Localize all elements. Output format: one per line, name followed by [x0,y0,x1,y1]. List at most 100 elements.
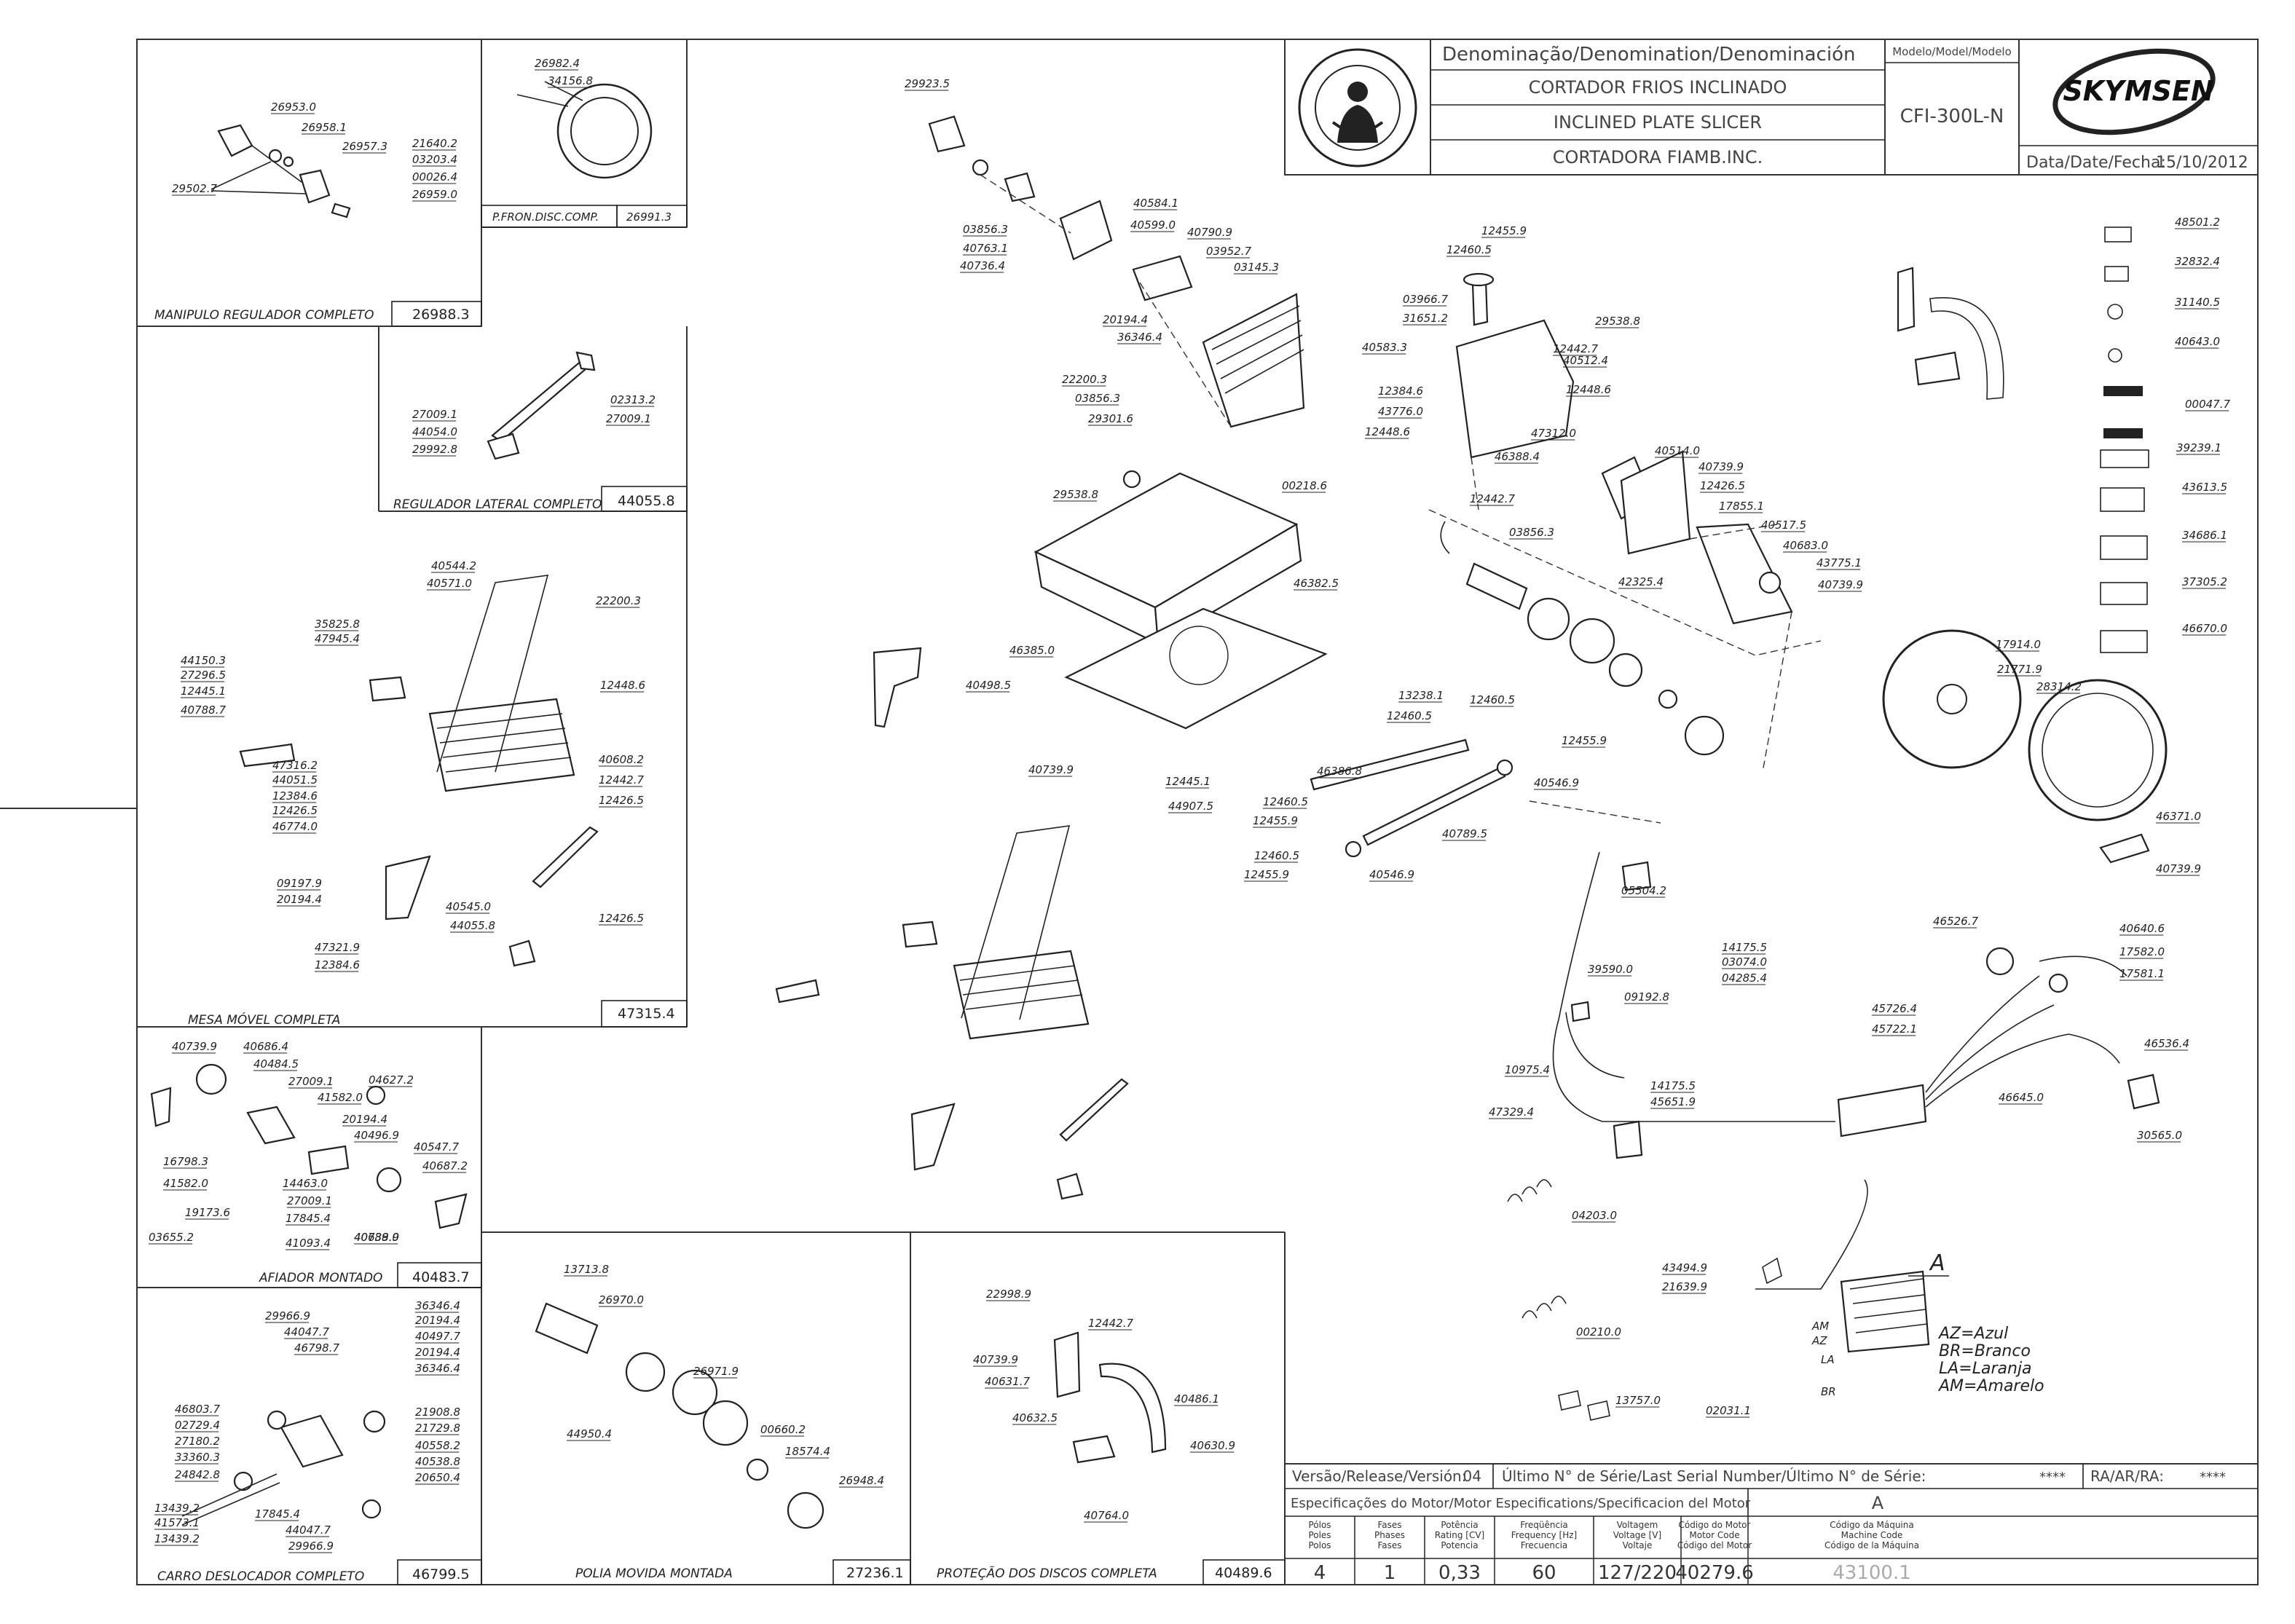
svg-text:44055.8: 44055.8 [618,493,675,509]
part-number-label: 29966.9 [265,1309,310,1323]
part-number-label: 32832.4 [2175,255,2220,268]
part-number-label: 21640.2 [412,137,457,150]
svg-text:AFIADOR MONTADO: AFIADOR MONTADO [259,1271,382,1285]
part-number-label: 22998.9 [986,1288,1031,1301]
part-number-label: 12426.5 [599,794,644,807]
part-number-label: 29502.7 [172,182,217,195]
part-number-label: 02313.2 [610,393,656,406]
part-number-label: 26959.0 [412,188,457,201]
part-number-label: 43776.0 [1378,405,1423,418]
part-number-label: 42325.4 [1618,575,1664,588]
svg-text:A: A [1929,1250,1945,1276]
part-number-label: 14463.0 [283,1177,328,1190]
part-number-label: 12442.7 [1088,1317,1133,1330]
part-number-label: 26970.0 [599,1293,644,1306]
svg-text:RA/AR/RA:: RA/AR/RA: [2090,1467,2164,1485]
part-number-label: 09192.8 [1624,990,1669,1004]
part-number-label: 40630.9 [1190,1439,1235,1452]
part-number-label: 29923.5 [905,77,950,90]
part-number-label: 40739.9 [2156,862,2201,875]
spec-column-label: Código del Motor [1677,1540,1752,1550]
panel-afiador-caption: AFIADOR MONTADO 40483.7 [259,1262,482,1288]
part-number-label: 40687.2 [422,1159,468,1172]
part-number-label: 16798.3 [163,1155,208,1168]
svg-text:CARRO DESLOCADOR COMPLETO: CARRO DESLOCADOR COMPLETO [157,1569,364,1584]
authorized-service-seal [1298,48,1417,167]
part-number-label: 20194.4 [415,1346,460,1359]
part-number-label: 03952.7 [1206,245,1251,258]
part-number-label: 12448.6 [1566,383,1611,396]
part-number-label: 29992.8 [412,443,457,456]
svg-text:****: **** [2039,1470,2066,1485]
part-number-label: 40739.9 [973,1353,1018,1366]
part-number-label: 21639.9 [1662,1280,1707,1293]
part-number-label: 12455.9 [1253,814,1298,827]
part-number-label: 39239.1 [2176,441,2221,454]
part-number-label: 41093.4 [286,1237,331,1250]
part-number-label: 34686.1 [2182,529,2227,542]
part-number-label: 29538.8 [1595,315,1640,328]
part-number-label: 46386.8 [1317,765,1362,778]
spec-column-label: Voltage [V] [1613,1530,1661,1540]
part-number-label: 12426.5 [599,912,644,925]
part-number-label: 40739.9 [1028,763,1074,776]
part-number-label: 40517.5 [1761,519,1806,532]
part-number-label: 40546.9 [1369,868,1414,881]
svg-text:04: 04 [1463,1467,1481,1485]
part-number-label: 47329.4 [1489,1105,1534,1119]
spec-column-label: Código da Máquina [1830,1520,1913,1530]
part-number-label: 35825.8 [315,618,360,631]
panel-mesa-art [239,575,599,967]
part-number-label: 40643.0 [2175,335,2220,348]
part-number-label: 40571.0 [427,577,472,590]
panel-protecao-art [1053,1331,1167,1464]
svg-text:26991.3: 26991.3 [626,210,672,224]
spec-column-label: Potencia [1441,1540,1478,1550]
title-block: Denominação/Denomination/Denominación CO… [1284,39,2259,176]
part-number-label: 40599.0 [1130,218,1176,232]
part-number-label: 40683.0 [1783,539,1828,552]
part-number-label: 26957.3 [342,140,387,153]
part-number-label: 00210.0 [1576,1325,1621,1339]
part-number-label: 12445.1 [181,685,226,698]
part-number-label: 12460.5 [1254,849,1299,862]
part-number-label: 41573.1 [154,1516,200,1529]
spec-column-label: Phases [1374,1530,1405,1540]
part-number-label: 41582.0 [163,1177,208,1190]
svg-text:Denominação/Denomination/Denom: Denominação/Denomination/Denominación [1442,44,1855,66]
part-number-label: 46526.7 [1933,915,1978,928]
part-number-label: 02031.1 [1706,1404,1751,1417]
part-number-label: 46388.4 [1495,450,1540,463]
part-number-label: 17581.1 [2119,967,2165,980]
part-number-label: 26953.0 [271,100,316,114]
part-number-label: 12384.6 [315,958,360,971]
part-number-label: 21771.9 [1997,663,2042,676]
panel-manipulo-caption: MANIPULO REGULADOR COMPLETO 26988.3 [154,301,482,327]
svg-text:AM: AM [1811,1320,1829,1333]
part-number-label: 24842.8 [175,1468,220,1481]
part-number-label: 27009.1 [412,408,457,421]
part-number-label: 03074.0 [1722,955,1767,969]
part-number-label: 27009.1 [288,1075,334,1088]
part-number-label: 12448.6 [1365,425,1410,438]
panel-pfron-art [516,81,653,179]
svg-text:46799.5: 46799.5 [412,1566,470,1582]
spec-column-label: Pólos [1308,1520,1331,1530]
part-number-label: 18574.4 [785,1445,830,1458]
part-number-label: 12384.6 [1378,385,1423,398]
panel-polia-art [535,1302,824,1529]
part-number-label: 12460.5 [1263,795,1308,808]
part-number-label: 46382.5 [1294,577,1339,590]
part-number-label: 02729.4 [175,1419,220,1432]
part-number-label: 03655.2 [149,1231,194,1244]
part-number-label: 03145.3 [1234,261,1279,274]
part-number-label: 03966.7 [1403,293,1448,306]
part-number-label: 17914.0 [1996,638,2041,651]
skymsen-logo: SKYMSEN [2052,48,2216,135]
svg-text:15/10/2012: 15/10/2012 [2156,154,2248,172]
sheet-frame [0,39,2259,1585]
part-number-label: 46371.0 [2156,810,2201,823]
svg-text:AZ=Azul: AZ=Azul [1937,1325,2008,1343]
svg-text:****: **** [2200,1470,2226,1485]
spec-column-label: Potência [1441,1520,1478,1530]
